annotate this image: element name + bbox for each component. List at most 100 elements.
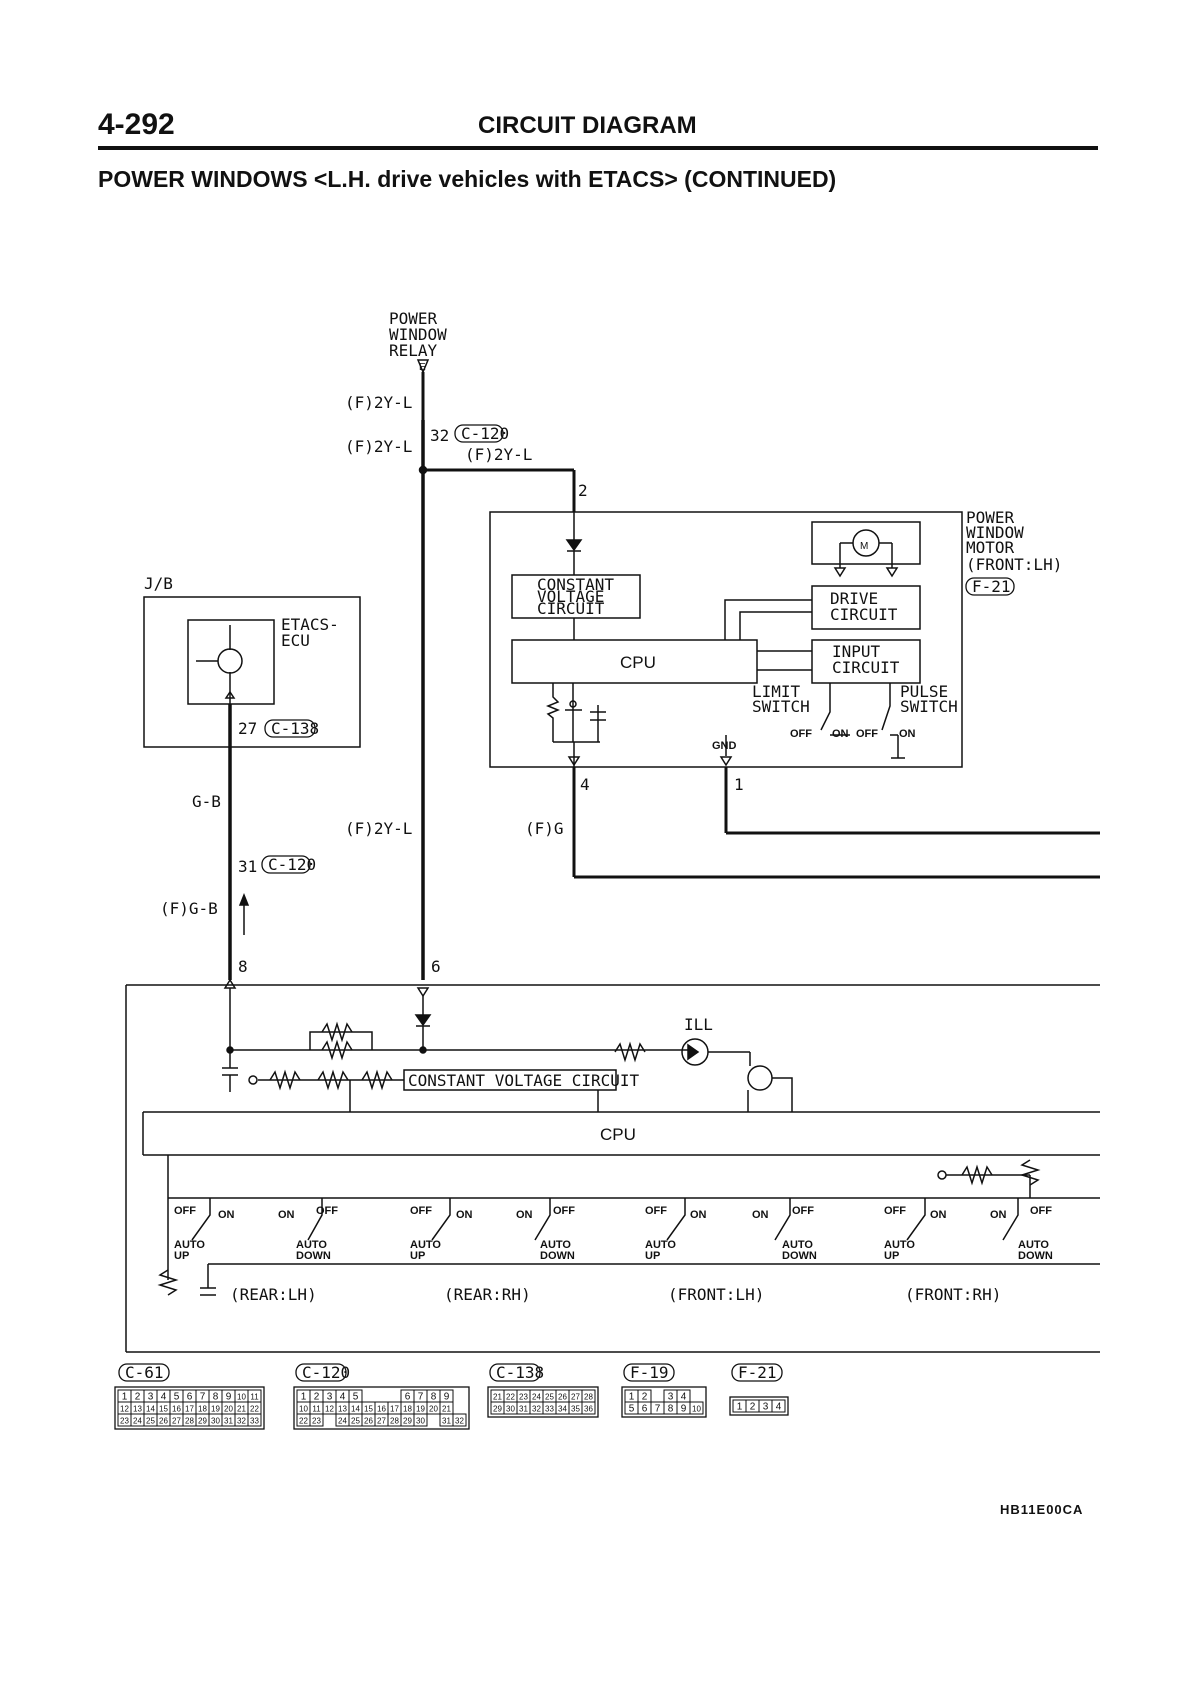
connector-face-ref-c120 — [295, 1363, 347, 1382]
connector-pin-number: 8 — [213, 1392, 219, 1403]
wire-label: (F)G-B — [160, 899, 218, 918]
pulse-switch-label: PULSE — [900, 682, 948, 701]
connector-pin-number: 31 — [442, 1417, 451, 1426]
connector-pin-number: 21 — [237, 1405, 246, 1414]
connector-pin-number: 7 — [200, 1392, 206, 1403]
connector-pin-number: 10 — [237, 1393, 246, 1402]
connector-pin-number: 29 — [198, 1417, 207, 1426]
connector-pin-number: 17 — [185, 1405, 194, 1414]
input-circuit-box — [811, 639, 921, 684]
cvc-switch-box — [403, 1069, 617, 1091]
pin-label: 4 — [580, 775, 590, 794]
connector-pin-number: 1 — [737, 1402, 743, 1413]
connector-pin-number: 32 — [455, 1417, 464, 1426]
switch-auto: AUTO — [1018, 1239, 1049, 1251]
connector-pin-number: 5 — [629, 1404, 635, 1415]
connector-pin-number: 30 — [506, 1405, 515, 1414]
relay-label: RELAY — [389, 341, 438, 360]
connector-pin-number: 16 — [172, 1405, 181, 1414]
header-rule — [98, 146, 1098, 150]
connector-face-ref-c138 — [489, 1363, 541, 1382]
connector-pin-cell — [771, 1399, 786, 1413]
connector-pin-number: 9 — [444, 1392, 450, 1403]
relay-terminal — [416, 359, 430, 374]
connector-face-c120 — [293, 1386, 470, 1430]
diode-icon — [565, 539, 583, 552]
pin-label: 1 — [734, 775, 744, 794]
connector-pin-number: 31 — [519, 1405, 528, 1414]
connector-pin-number: 32 — [237, 1417, 246, 1426]
connector-pin-number: 25 — [146, 1417, 155, 1426]
switch-state: OFF — [316, 1205, 338, 1217]
window-label-front-lh: (FRONT:LH) — [668, 1285, 764, 1304]
connector-pin-number: 12 — [120, 1405, 129, 1414]
wire-label: (F)G — [525, 819, 564, 838]
connector-pin-number: 24 — [338, 1417, 347, 1426]
connector-pin-number: 2 — [314, 1392, 320, 1403]
connector-face-c138 — [487, 1386, 599, 1418]
connector-pin-number: 30 — [211, 1417, 220, 1426]
switch-state: OFF — [174, 1205, 196, 1217]
connector-pin-number: 12 — [325, 1405, 334, 1414]
section-title: CIRCUIT DIAGRAM — [478, 112, 697, 139]
connector-pin-number: 14 — [351, 1405, 360, 1414]
connector-pin-number: 13 — [338, 1405, 347, 1414]
cpu-motor-box — [511, 639, 758, 684]
connector-ref-f21-text: F-21 — [972, 577, 1011, 596]
connector-pin-number: 21 — [442, 1405, 451, 1414]
switch-down: DOWN — [296, 1250, 331, 1262]
connector-pin-number: 28 — [390, 1417, 399, 1426]
connector-pin-number: 8 — [668, 1404, 674, 1415]
connector-pin-number: 4 — [681, 1392, 687, 1403]
connector-pin-number: 11 — [312, 1405, 321, 1414]
switch-state: OFF — [790, 728, 812, 740]
connector-pin-number: 3 — [327, 1392, 333, 1403]
wire-label: (F)2Y-L — [345, 437, 412, 456]
transistor-icon — [217, 648, 243, 674]
connector-face-ref-c61-text: C-61 — [125, 1363, 164, 1382]
connector-pin-number: 2 — [642, 1392, 648, 1403]
connector-pin-number: 23 — [312, 1417, 321, 1426]
connector-pin-number: 32 — [532, 1405, 541, 1414]
relay-label: WINDOW — [389, 325, 447, 344]
switch-state: OFF — [884, 1205, 906, 1217]
switch-state: ON — [516, 1209, 533, 1221]
connector-pin-number: 18 — [403, 1405, 412, 1414]
connector-pin-number: 22 — [506, 1393, 515, 1402]
cvc-label: CONSTANT — [537, 575, 614, 594]
motor-terminal — [833, 567, 847, 578]
connector-pin-number: 35 — [571, 1405, 580, 1414]
drive-label: CIRCUIT — [830, 605, 898, 624]
connector-pin-number: 28 — [584, 1393, 593, 1402]
connector-pin-number: 22 — [299, 1417, 308, 1426]
connector-pin-number: 7 — [655, 1404, 661, 1415]
connector-pin-number: 24 — [532, 1393, 541, 1402]
switch-state: OFF — [645, 1205, 667, 1217]
motor-label: WINDOW — [966, 523, 1024, 542]
switch-state: ON — [456, 1209, 473, 1221]
window-switches — [191, 1198, 1019, 1241]
connector-pin-cell — [689, 1401, 704, 1415]
input-label: CIRCUIT — [832, 658, 900, 677]
motor-housing — [811, 521, 921, 565]
switch-down: DOWN — [540, 1250, 575, 1262]
connector-pin-cell — [413, 1413, 428, 1427]
connector-pin-number: 8 — [431, 1392, 437, 1403]
connector-face-ref-f21-text: F-21 — [738, 1363, 777, 1382]
switch-auto: AUTO — [410, 1239, 441, 1251]
constant-voltage-box — [511, 574, 641, 619]
connector-pin-number: 6 — [405, 1392, 411, 1403]
connector-pin-number: 25 — [351, 1417, 360, 1426]
connector-face-ref-c61 — [118, 1363, 170, 1382]
connector-ref-c138-text: C-138 — [271, 719, 319, 738]
pin-label: 32 — [430, 426, 449, 445]
connector-pin-number: 27 — [377, 1417, 386, 1426]
cvc-label: VOLTAGE — [537, 587, 604, 606]
connector-pin-number: 21 — [493, 1393, 502, 1402]
etacs-label: ETACS- — [281, 615, 339, 634]
connector-pin-number: 23 — [120, 1417, 129, 1426]
connector-pin-number: 29 — [403, 1417, 412, 1426]
motor-label: (FRONT:LH) — [966, 555, 1062, 574]
connector-pin-cell — [309, 1413, 324, 1427]
